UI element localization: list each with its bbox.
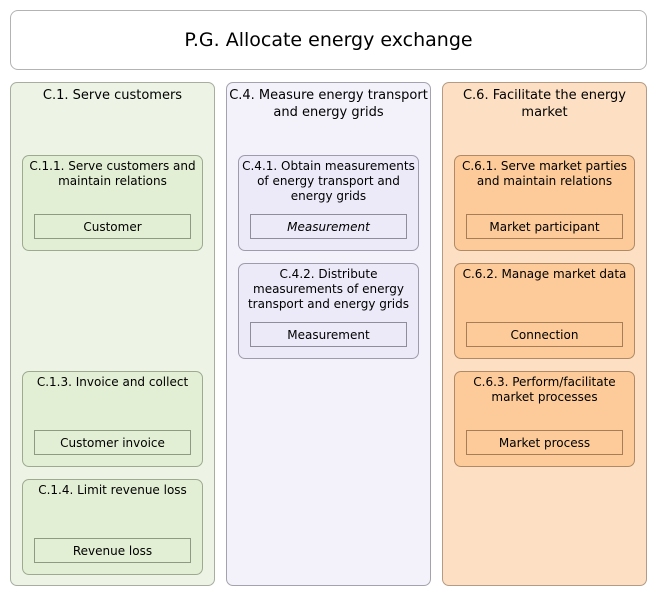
group-title: C.4.2. Distribute measurements of energy…	[247, 267, 410, 311]
column-title: C.4. Measure energy transport and energy…	[229, 88, 428, 120]
column-title: C.6. Facilitate the energy market	[462, 88, 627, 120]
diagram-title: P.G. Allocate energy exchange	[10, 10, 647, 70]
column-title: C.1. Serve customers	[42, 88, 183, 103]
entity-box: Market process	[466, 430, 623, 455]
entity-box: Revenue loss	[34, 538, 191, 563]
entity-box: Customer	[34, 214, 191, 239]
entity-box: Connection	[466, 322, 623, 347]
group-title: C.4.1. Obtain measurements of energy tra…	[242, 159, 415, 203]
entity-box: Market participant	[466, 214, 623, 239]
group-title: C.1.3. Invoice and collect	[36, 375, 189, 389]
diagram-title-text: P.G. Allocate energy exchange	[184, 29, 473, 51]
group-title: C.6.2. Manage market data	[462, 267, 627, 281]
group-title: C.1.1. Serve customers and maintain rela…	[29, 159, 196, 188]
group-obtain-measurements: C.4.1. Obtain measurements of energy tra…	[238, 155, 419, 251]
group-limit-revenue-loss: C.1.4. Limit revenue loss Revenue loss	[22, 479, 203, 575]
group-perform-market-processes: C.6.3. Perform/facilitate market process…	[454, 371, 635, 467]
entity-box: Customer invoice	[34, 430, 191, 455]
group-manage-market-data: C.6.2. Manage market data Connection	[454, 263, 635, 359]
group-title: C.1.4. Limit revenue loss	[38, 483, 187, 497]
entity-box: Measurement	[250, 322, 407, 347]
entity-box: Measurement	[250, 214, 407, 239]
group-invoice-and-collect: C.1.3. Invoice and collect Customer invo…	[22, 371, 203, 467]
group-distribute-measurements: C.4.2. Distribute measurements of energy…	[238, 263, 419, 359]
column-facilitate-energy-market: C.6. Facilitate the energy market C.6.1.…	[442, 82, 647, 586]
group-title: C.6.3. Perform/facilitate market process…	[473, 375, 616, 404]
group-serve-customers-relations: C.1.1. Serve customers and maintain rela…	[22, 155, 203, 251]
group-title: C.6.1. Serve market parties and maintain…	[461, 159, 628, 188]
column-serve-customers: C.1. Serve customers C.1.1. Serve custom…	[10, 82, 215, 586]
column-measure-energy-transport: C.4. Measure energy transport and energy…	[226, 82, 431, 586]
group-serve-market-parties: C.6.1. Serve market parties and maintain…	[454, 155, 635, 251]
